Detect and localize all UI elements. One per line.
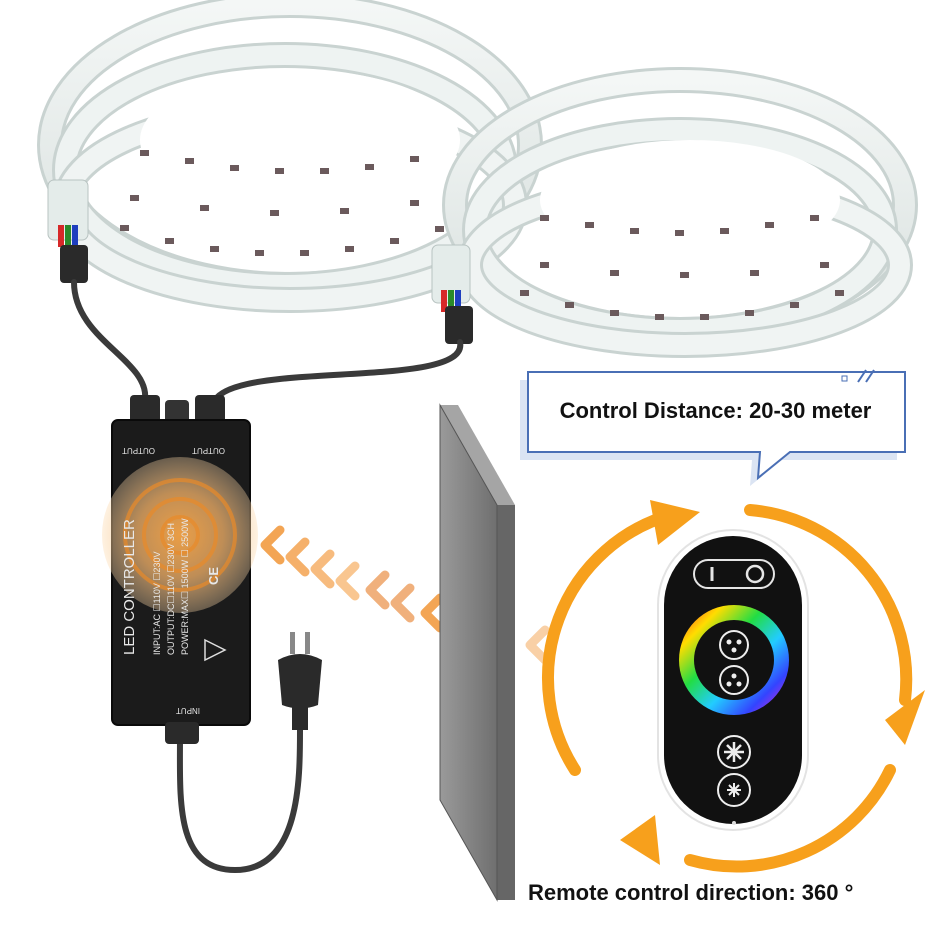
strip-connector-right — [431, 244, 473, 344]
wall-panel — [439, 403, 515, 902]
control-distance-label: Control Distance: 20-30 meter — [559, 398, 872, 423]
power-toggle-icon — [693, 559, 775, 589]
controller-ce-mark: CE — [206, 567, 221, 585]
controller-title: LED CONTROLLER — [121, 519, 138, 655]
brightness-up-icon — [717, 735, 751, 769]
cables — [71, 279, 464, 874]
callout-bubble — [520, 369, 906, 486]
power-plug-icon — [278, 632, 322, 730]
mode-down-icon — [719, 665, 749, 695]
brightness-down-icon — [717, 773, 751, 807]
controller-spec-power: POWER:MAX☐ 1500W ☐ 2500W — [180, 518, 190, 655]
mode-up-icon — [719, 630, 749, 660]
controller-port-right: OUTPUT — [192, 446, 225, 455]
led-controller-box: LED CONTROLLER INPUT:AC ☐110V ☐230V OUTP… — [102, 395, 258, 744]
controller-port-bottom: INPUT — [176, 706, 200, 715]
remote-direction-caption: Remote control direction: 360 ° — [528, 880, 854, 905]
warning-icon — [204, 638, 227, 662]
controller-spec-output: OUTPUT:DC☐110V ☐230V 3CH — [166, 523, 176, 655]
touch-remote — [657, 529, 809, 831]
controller-spec-input: INPUT:AC ☐110V ☐230V — [152, 551, 162, 655]
strip-connector-left — [47, 179, 89, 283]
rotation-arrows-icon — [542, 500, 925, 873]
led-strip-coil-right — [442, 67, 918, 358]
controller-port-left: OUTPUT — [122, 446, 155, 455]
